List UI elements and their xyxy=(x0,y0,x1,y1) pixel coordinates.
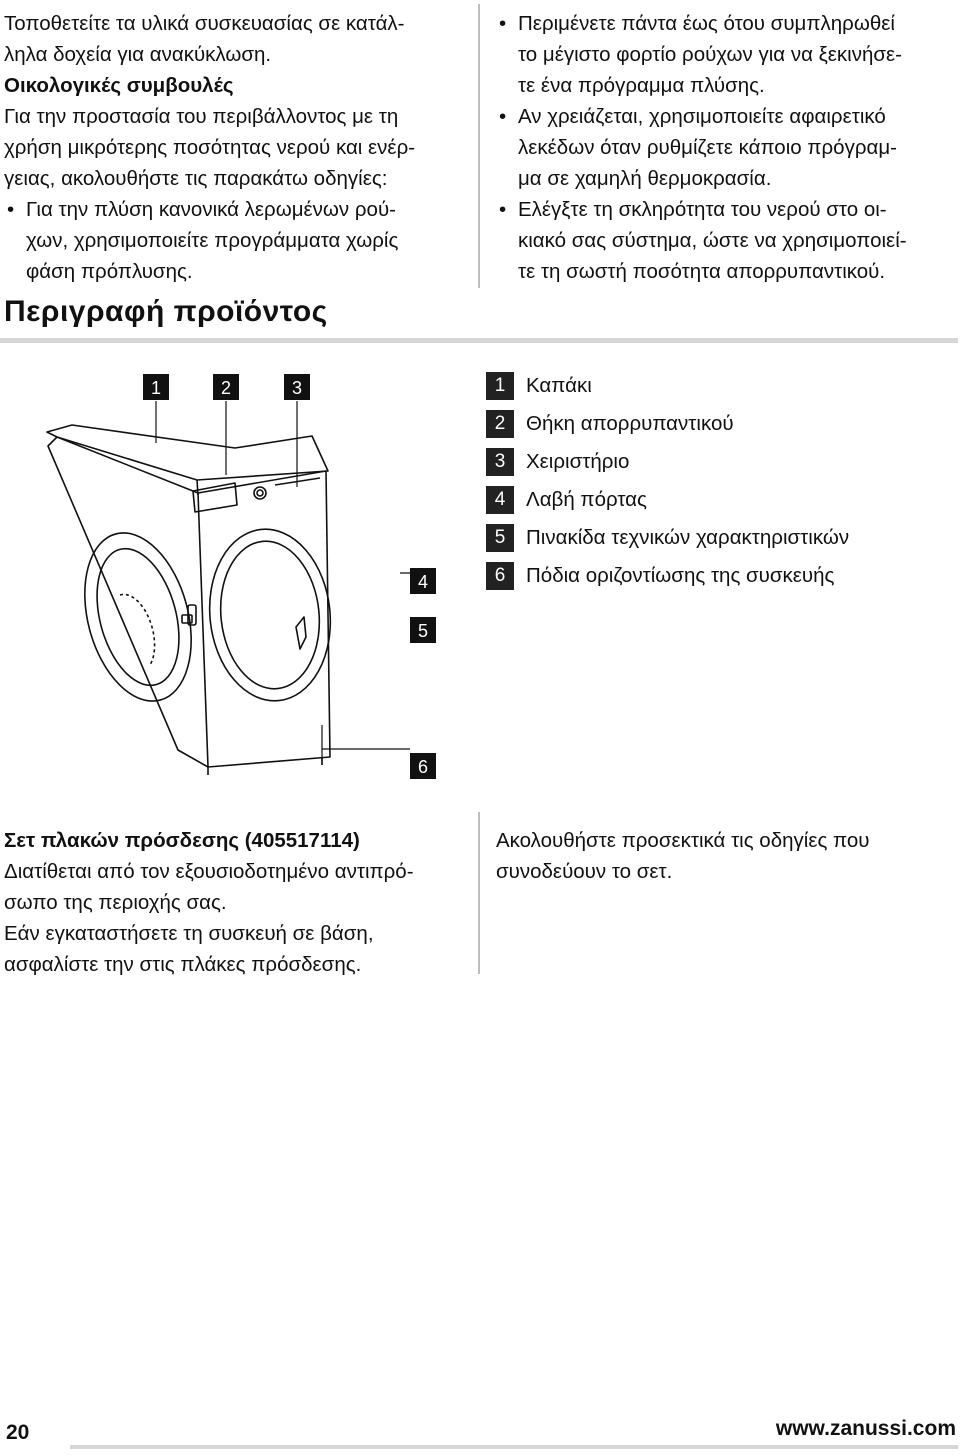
column-divider xyxy=(478,812,480,974)
callout-4: 4 xyxy=(410,568,436,594)
bullet-line: Περιμένετε πάντα έως ότου συμπληρωθεί xyxy=(518,12,895,35)
fixing-kit-text-line: ασφαλίστε την στις πλάκες πρόσδεσης. xyxy=(4,953,362,976)
bullet-line: λεκέδων όταν ρυθμίζετε κάποιο πρόγραμ- xyxy=(518,136,897,159)
instructions-text-line: Ακολουθήστε προσεκτικά τις οδηγίες που xyxy=(496,829,870,852)
bullet-icon: • xyxy=(7,198,15,221)
callout-1: 1 xyxy=(143,374,169,400)
bullet-line: τε τη σωστή ποσότητα απορρυπαντικού. xyxy=(518,260,886,283)
svg-text:2: 2 xyxy=(221,378,231,398)
fixing-kit-section: Σετ πλακών πρόσδεσης (405517114) Διατίθε… xyxy=(4,825,474,980)
list-item: • Περιμένετε πάντα έως ότου συμπληρωθεί … xyxy=(496,8,958,101)
list-item: • Για την πλύση κανονικά λερωμένων ρού- … xyxy=(4,194,474,287)
list-item: • Ελέγξτε τη σκληρότητα του νερού στο οι… xyxy=(496,194,958,287)
callout-6: 6 xyxy=(410,753,436,779)
eco-bullet-list-continued: • Περιμένετε πάντα έως ότου συμπληρωθεί … xyxy=(496,8,958,287)
eco-bullet-list: • Για την πλύση κανονικά λερωμένων ρού- … xyxy=(4,194,474,287)
list-item: • Αν χρειάζεται, χρησιμοποιείτε αφαιρετι… xyxy=(496,101,958,194)
page-number: 20 xyxy=(6,1421,30,1444)
fixing-kit-instructions: Ακολουθήστε προσεκτικά τις οδηγίες που σ… xyxy=(496,825,956,887)
door-frame xyxy=(208,528,332,702)
legend-number: 2 xyxy=(486,410,514,438)
legend-number: 3 xyxy=(486,448,514,476)
open-door xyxy=(84,532,192,702)
detergent-drawer xyxy=(192,482,238,513)
column-divider xyxy=(478,4,480,288)
legend-label: Χειριστήριο xyxy=(526,450,630,473)
legend-item: 2 Θήκη απορρυπαντικού xyxy=(486,405,946,443)
door-handle xyxy=(295,616,307,650)
parts-legend: 1 Καπάκι 2 Θήκη απορρυπαντικού 3 Χειριστ… xyxy=(486,367,946,595)
legend-number: 1 xyxy=(486,372,514,400)
section-heading: Περιγραφή προϊόντος xyxy=(4,295,328,328)
bullet-icon: • xyxy=(499,198,507,221)
bullet-line: φάση πρόπλυσης. xyxy=(26,260,193,283)
bullet-line: Ελέγξτε τη σκληρότητα του νερού στο οι- xyxy=(518,198,887,221)
svg-text:6: 6 xyxy=(418,757,428,777)
machine-front xyxy=(197,470,331,768)
legend-label: Θήκη απορρυπαντικού xyxy=(526,412,734,435)
website-link[interactable]: www.zanussi.com xyxy=(775,1417,956,1440)
svg-text:3: 3 xyxy=(292,378,302,398)
bullet-line: Για την πλύση κανονικά λερωμένων ρού- xyxy=(26,198,396,221)
callout-5: 5 xyxy=(410,617,436,643)
fixing-kit-text-line: Διατίθεται από τον εξουσιοδοτημένο αντιπ… xyxy=(4,860,414,883)
legend-label: Καπάκι xyxy=(526,374,592,397)
legend-item: 6 Πόδια οριζοντίωσης της συσκευής xyxy=(486,557,946,595)
packaging-text-line: Τοποθετείτε τα υλικά συσκευασίας σε κατά… xyxy=(4,12,405,35)
legend-label: Λαβή πόρτας xyxy=(526,488,647,511)
bullet-line: Αν χρειάζεται, χρησιμοποιείτε αφαιρετικό xyxy=(518,105,886,128)
left-column: Τοποθετείτε τα υλικά συσκευασίας σε κατά… xyxy=(4,8,474,287)
bullet-line: κιακό σας σύστημα, ώστε να χρησιμοποιεί- xyxy=(518,229,907,252)
fixing-kit-text-line: σωπο της περιοχής σας. xyxy=(4,891,227,914)
control-knob xyxy=(253,486,267,500)
legend-label: Πόδια οριζοντίωσης της συσκευής xyxy=(526,564,835,587)
svg-text:5: 5 xyxy=(418,621,428,641)
legend-item: 5 Πινακίδα τεχνικών χαρακτηριστικών xyxy=(486,519,946,557)
washing-machine-illustration: 1 2 3 4 5 6 xyxy=(46,374,436,779)
callout-3: 3 xyxy=(284,374,310,400)
bullet-line: το μέγιστο φορτίο ρούχων για να ξεκινήσε… xyxy=(518,43,903,66)
legend-number: 4 xyxy=(486,486,514,514)
legend-item: 4 Λαβή πόρτας xyxy=(486,481,946,519)
machine-top xyxy=(46,424,329,481)
legend-item: 3 Χειριστήριο xyxy=(486,443,946,481)
packaging-text-line: ληλα δοχεία για ανακύκλωση. xyxy=(4,43,272,66)
eco-text-line: γειας, ακολουθήστε τις παρακάτω οδηγίες: xyxy=(4,167,388,190)
legend-number: 5 xyxy=(486,524,514,552)
bullet-icon: • xyxy=(499,12,507,35)
bullet-icon: • xyxy=(499,105,507,128)
eco-tips-title: Οικολογικές συμβουλές xyxy=(4,74,234,97)
svg-text:1: 1 xyxy=(151,378,161,398)
footer-divider xyxy=(70,1445,958,1449)
section-divider xyxy=(0,338,958,343)
machine-side xyxy=(47,436,209,768)
callout-2: 2 xyxy=(213,374,239,400)
bullet-line: μα σε χαμηλή θερμοκρασία. xyxy=(518,167,772,190)
bullet-line: τε ένα πρόγραμμα πλύσης. xyxy=(518,74,765,97)
instructions-text-line: συνοδεύουν το σετ. xyxy=(496,860,673,883)
legend-number: 6 xyxy=(486,562,514,590)
fixing-kit-text-line: Εάν εγκαταστήσετε τη συσκευή σε βάση, xyxy=(4,922,374,945)
fixing-kit-title: Σετ πλακών πρόσδεσης (405517114) xyxy=(4,829,360,852)
eco-text-line: Για την προστασία του περιβάλλοντος με τ… xyxy=(4,105,399,128)
legend-label: Πινακίδα τεχνικών χαρακτηριστικών xyxy=(526,526,850,549)
svg-text:4: 4 xyxy=(418,572,428,592)
legend-item: 1 Καπάκι xyxy=(486,367,946,405)
bullet-line: χων, χρησιμοποιείτε προγράμματα χωρίς xyxy=(26,229,399,252)
right-column: • Περιμένετε πάντα έως ότου συμπληρωθεί … xyxy=(496,8,958,287)
eco-text-line: χρήση μικρότερης ποσότητας νερού και ενέ… xyxy=(4,136,416,159)
